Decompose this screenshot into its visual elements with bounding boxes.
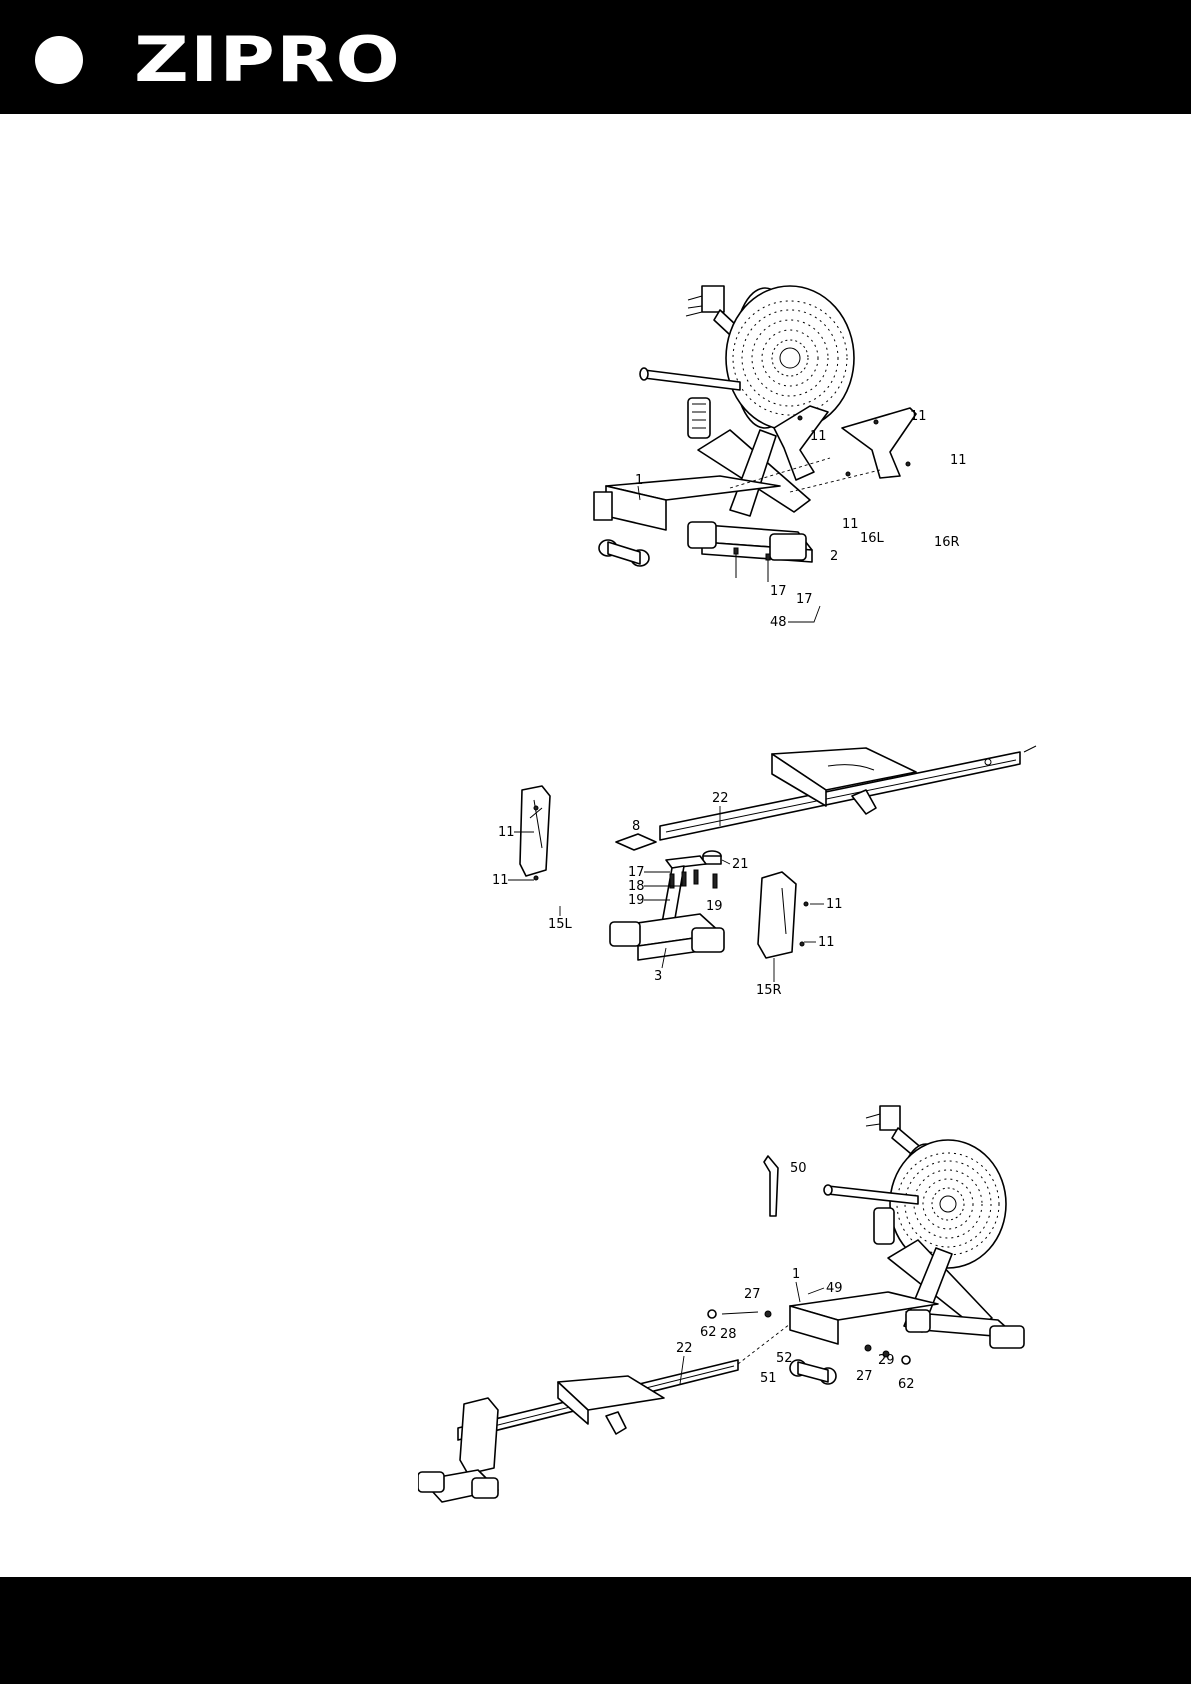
monitor-icon xyxy=(880,1106,900,1130)
part-label: 2 xyxy=(830,549,838,564)
part-label: 11 xyxy=(498,825,515,840)
part-label: 17 xyxy=(628,865,645,880)
part-label: 1 xyxy=(635,473,643,488)
page-footer xyxy=(0,1577,1191,1684)
part-label: 52 xyxy=(776,1351,793,1366)
part-label: 11 xyxy=(826,897,843,912)
part-label: 11 xyxy=(950,453,967,468)
part-label: 29 xyxy=(878,1353,895,1368)
assembly-diagram-step-3: 50 1 49 27 62 28 22 52 51 27 29 62 xyxy=(418,1098,1038,1508)
part-label: 62 xyxy=(700,1325,717,1340)
part-label: 17 xyxy=(770,584,787,599)
part-label: 22 xyxy=(676,1341,693,1356)
diagram-1-drawing: 1 11 11 11 11 16L 16R 2 17 17 48 xyxy=(580,280,1000,640)
part-label: 17 xyxy=(796,592,813,607)
part-label: 27 xyxy=(744,1287,761,1302)
cover-15R xyxy=(758,872,796,958)
part-label: 19 xyxy=(628,893,645,908)
part-label: 8 xyxy=(632,819,640,834)
part-label: 11 xyxy=(910,409,927,424)
assembly-diagram-step-1: 1 11 11 11 11 16L 16R 2 17 17 48 xyxy=(580,280,1000,640)
part-label: 15R xyxy=(756,983,782,998)
part-label: 3 xyxy=(654,969,662,984)
part-label: 11 xyxy=(842,517,859,532)
monitor-icon xyxy=(702,286,724,312)
part-label: 19 xyxy=(706,899,723,914)
part-label: 50 xyxy=(790,1161,807,1176)
pin-50 xyxy=(764,1156,778,1216)
diagram-3-drawing: 50 1 49 27 62 28 22 52 51 27 29 62 xyxy=(418,1098,1038,1508)
part-label: 16L xyxy=(860,531,885,546)
part-label: 49 xyxy=(826,1281,843,1296)
cover-15L xyxy=(520,786,550,876)
part-label: 11 xyxy=(818,935,835,950)
part-label: 21 xyxy=(732,857,749,872)
fan-cover xyxy=(726,286,854,430)
part-label: 51 xyxy=(760,1371,777,1386)
part-label: 48 xyxy=(770,615,787,630)
diagram-2-drawing: 22 8 21 17 18 19 19 3 11 11 15L 11 11 15… xyxy=(476,738,1052,1000)
part-label: 62 xyxy=(898,1377,915,1392)
part-label: 11 xyxy=(492,873,509,888)
logo-circle-icon xyxy=(35,36,83,84)
brand-logo: ZIPRO xyxy=(134,22,401,98)
plate-8 xyxy=(616,834,656,850)
part-label: 22 xyxy=(712,791,729,806)
part-label: 15L xyxy=(548,917,573,932)
page-header: ZIPRO xyxy=(0,0,1191,114)
part-label: 16R xyxy=(934,535,960,550)
cover-16R xyxy=(842,408,916,478)
part-label: 1 xyxy=(792,1267,800,1282)
part-label: 27 xyxy=(856,1369,873,1384)
part-label: 28 xyxy=(720,1327,737,1342)
part-label: 18 xyxy=(628,879,645,894)
assembly-diagram-step-2: 22 8 21 17 18 19 19 3 11 11 15L 11 11 15… xyxy=(476,738,1052,1000)
part-label: 11 xyxy=(810,429,827,444)
